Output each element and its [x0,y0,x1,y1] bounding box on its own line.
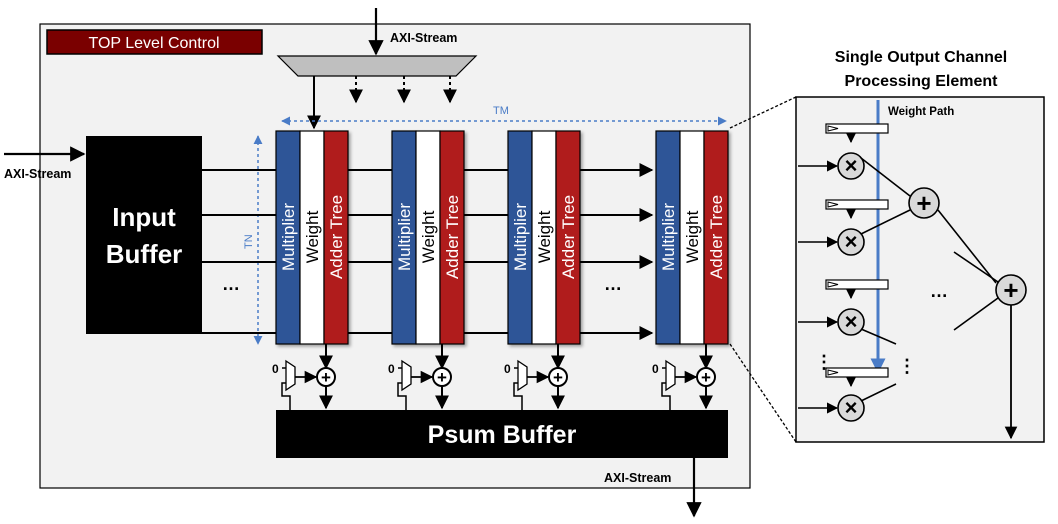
pe-column [507,130,581,345]
zero-input-label: 0 [388,362,395,376]
detail-title-line1: Single Output Channel [835,49,1007,66]
multiplier-label: Multiplier [511,203,530,271]
psum-adder-symbol: + [701,368,711,387]
weight-distributor [276,55,478,77]
adder-tree-bar [439,130,465,345]
multiplier-bar [275,130,301,345]
zero-input-label: 0 [272,362,279,376]
weight-label: Weight [683,210,702,263]
psum-adder-symbol: + [437,368,447,387]
root-adder-input-line [953,251,999,283]
mult-to-adder-line [860,328,897,345]
weight-bar [679,130,705,345]
pe-column [275,130,349,345]
input-buffer-label-line1: Input [112,202,176,232]
detail-panel [795,96,1045,443]
detail-vertical-ellipsis: ⋮ [815,352,833,372]
mux [285,359,296,392]
adder-tree-label: Adder Tree [327,195,346,279]
psum-buffer-label: Psum Buffer [428,421,577,449]
pe-column [655,130,729,345]
multiplier-node: × [798,394,865,422]
mux [517,359,528,392]
weight-bar [415,130,441,345]
zoom-line-top [729,96,797,129]
detail-title-line2: Processing Element [845,73,999,90]
weight-register [825,123,889,144]
multiplier-label: Multiplier [279,203,298,271]
mult-to-adder-line [860,383,897,402]
psum-adder-symbol: + [553,368,563,387]
psum-feedback-line [513,382,523,410]
psum-feedback-line [661,382,671,410]
multiplier-label: Multiplier [395,203,414,271]
multiplier-node: × [798,308,865,336]
rows-ellipsis: … [222,274,240,294]
mult-to-adder-line [860,209,911,235]
accumulation-stage: +0 +0 +0 +0 [272,344,716,410]
top-level-control: TOP Level Control [46,29,263,55]
adder-tree-label: Adder Tree [443,195,462,279]
mult-to-adder-line [860,157,911,197]
multiplier-symbol: × [845,309,858,334]
multiplier-symbol: × [845,153,858,178]
adder-tree-bar [555,130,581,345]
tm-label: TM [493,105,509,117]
weight-bar [299,130,325,345]
tn-label: TN [243,234,255,249]
psum-feedback-line [397,382,407,410]
input-buffer: Input Buffer [86,136,202,334]
weight-bar [531,130,557,345]
weight-register [825,367,889,388]
mux [665,359,676,392]
axi-left-input-label: AXI-Stream [4,167,71,181]
multiplier-bar [507,130,533,345]
detail-elements: × × × × + + … ⋮ ⋮ [798,123,1027,440]
weight-register [825,279,889,300]
weight-label: Weight [303,210,322,263]
adder-tree-label: Adder Tree [707,195,726,279]
root-adder-input-line [953,297,999,331]
pe-columns: Multiplier Weight Adder Tree Multiplier Weig… [275,130,729,345]
weight-label: Weight [535,210,554,263]
adder-tree-bar [323,130,349,345]
psum-buffer: Psum Buffer [276,410,728,458]
multiplier-bar [655,130,681,345]
multiplier-bar [391,130,417,345]
multiplier-node: × [798,228,865,256]
multiplier-symbol: × [845,229,858,254]
zero-input-label: 0 [652,362,659,376]
adder-symbol: + [1003,275,1018,305]
multiplier-label: Multiplier [659,203,678,271]
multiplier-node: × [798,152,865,180]
weight-path-label: Weight Path [888,106,954,118]
multiplier-symbol: × [845,395,858,420]
psum-feedback-line [281,382,291,410]
adder-to-root-line [937,209,997,284]
pe-column [391,130,465,345]
input-buffer-label-line2: Buffer [106,239,183,269]
weight-register [825,199,889,220]
top-level-control-label: TOP Level Control [88,35,219,52]
zero-input-label: 0 [504,362,511,376]
detail-horizontal-ellipsis: … [930,281,948,301]
adder-node: + [995,274,1027,306]
adder-node: + [908,187,940,219]
columns-ellipsis: … [604,274,622,294]
axi-output-label: AXI-Stream [604,471,671,485]
detail-vertical-ellipsis: ⋮ [898,356,916,376]
mux [401,359,412,392]
row-lines [202,163,654,340]
psum-adder-symbol: + [321,368,331,387]
weight-label: Weight [419,210,438,263]
adder-symbol: + [916,188,931,218]
adder-tree-label: Adder Tree [559,195,578,279]
adder-tree-bar [703,130,729,345]
axi-top-input-label: AXI-Stream [390,31,457,45]
